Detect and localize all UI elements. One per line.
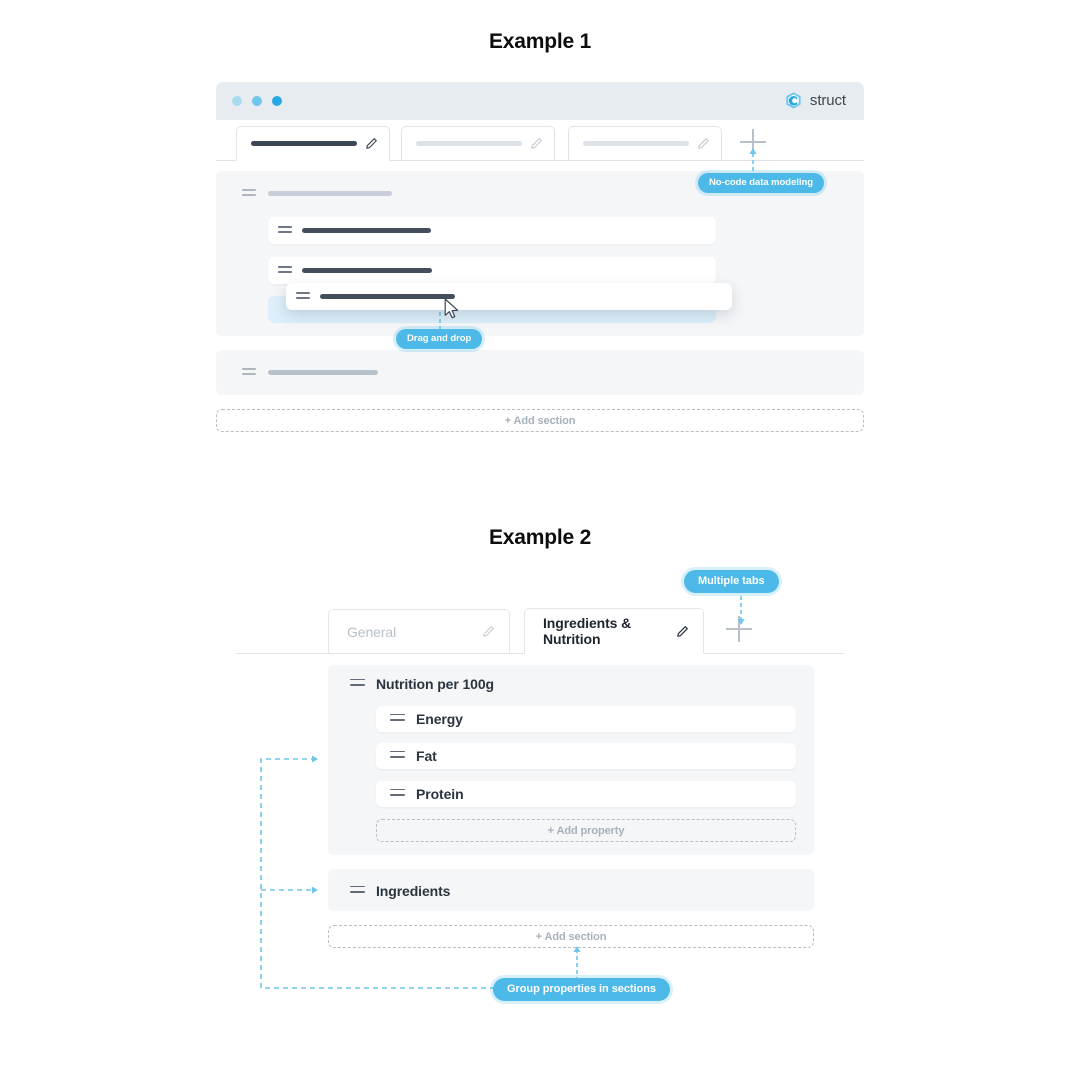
tab-strip-example-1 — [216, 122, 864, 161]
add-tab-button[interactable] — [740, 129, 766, 155]
tab-ingredients-nutrition-label: Ingredients & Nutrition — [543, 615, 632, 647]
property-protein[interactable]: Protein — [376, 781, 796, 807]
tab-general-label: General — [347, 623, 397, 640]
tab-2[interactable] — [401, 126, 555, 160]
tab-1[interactable] — [236, 126, 390, 161]
example-2-title: Example 2 — [488, 526, 592, 549]
add-property-button[interactable]: + Add property — [376, 819, 796, 842]
section-header-2-placeholder — [268, 370, 378, 375]
pencil-icon[interactable] — [482, 625, 495, 638]
section-ingredients-header[interactable]: Ingredients — [328, 879, 814, 903]
drag-handle-icon[interactable] — [350, 885, 365, 897]
property-energy[interactable]: Energy — [376, 706, 796, 732]
tab-1-label-placeholder — [251, 141, 357, 146]
badge-drag-and-drop: Drag and drop — [396, 329, 483, 349]
mouse-pointer-cursor — [444, 298, 459, 319]
pencil-icon[interactable] — [697, 137, 710, 150]
property-fat[interactable]: Fat — [376, 743, 796, 769]
drag-handle-icon[interactable] — [242, 189, 256, 199]
section-block-2[interactable] — [216, 350, 864, 395]
section-ingredients-label: Ingredients — [376, 883, 451, 899]
browser-window-chrome: struct — [216, 82, 864, 120]
drag-handle-icon[interactable] — [278, 266, 292, 276]
pencil-icon[interactable] — [676, 625, 689, 638]
tab-3[interactable] — [568, 126, 722, 160]
struct-hexagon-logo-icon — [786, 92, 801, 109]
drag-handle-icon[interactable] — [390, 713, 405, 725]
add-section-button-1[interactable]: + Add section — [216, 409, 864, 432]
brand-name: struct — [809, 92, 846, 109]
drag-handle-icon[interactable] — [350, 678, 365, 690]
badge-group-properties: Group properties in sections — [493, 978, 670, 1001]
property-row-dragging[interactable] — [286, 283, 732, 310]
add-tab-button-2[interactable] — [726, 616, 756, 646]
property-row-dragging-placeholder — [320, 294, 455, 299]
window-dot-1[interactable] — [232, 96, 242, 106]
property-row-1-placeholder — [302, 228, 431, 233]
window-dot-3[interactable] — [272, 96, 282, 106]
window-dot-2[interactable] — [252, 96, 262, 106]
section-header-1-placeholder — [268, 191, 392, 196]
tab-strip-example-2: General Ingredients & Nutrition — [236, 607, 844, 654]
property-row-2-placeholder — [302, 268, 432, 273]
badge-no-code-data-modeling: No-code data modeling — [698, 173, 824, 193]
property-protein-label: Protein — [416, 786, 464, 802]
property-row-1[interactable] — [268, 217, 716, 244]
property-row-2[interactable] — [268, 257, 716, 284]
example-1-title: Example 1 — [488, 30, 592, 53]
window-dots — [232, 96, 282, 106]
drag-handle-icon[interactable] — [278, 226, 292, 236]
pencil-icon[interactable] — [530, 137, 543, 150]
drag-handle-icon[interactable] — [242, 368, 256, 378]
brand-logo: struct — [784, 91, 846, 110]
section-nutrition-label: Nutrition per 100g — [376, 676, 494, 692]
add-section-button-2[interactable]: + Add section — [328, 925, 814, 948]
badge-multiple-tabs: Multiple tabs — [684, 570, 779, 593]
property-fat-label: Fat — [416, 748, 437, 764]
property-energy-label: Energy — [416, 711, 463, 727]
drag-handle-icon[interactable] — [390, 750, 405, 762]
tab-general[interactable]: General — [328, 609, 510, 653]
tab-3-label-placeholder — [583, 141, 689, 146]
pencil-icon[interactable] — [365, 137, 378, 150]
drag-handle-icon[interactable] — [296, 292, 310, 302]
drag-handle-icon[interactable] — [390, 788, 405, 800]
tab-ingredients-nutrition[interactable]: Ingredients & Nutrition — [524, 608, 704, 654]
section-nutrition-header[interactable]: Nutrition per 100g — [328, 672, 814, 696]
tab-2-label-placeholder — [416, 141, 522, 146]
